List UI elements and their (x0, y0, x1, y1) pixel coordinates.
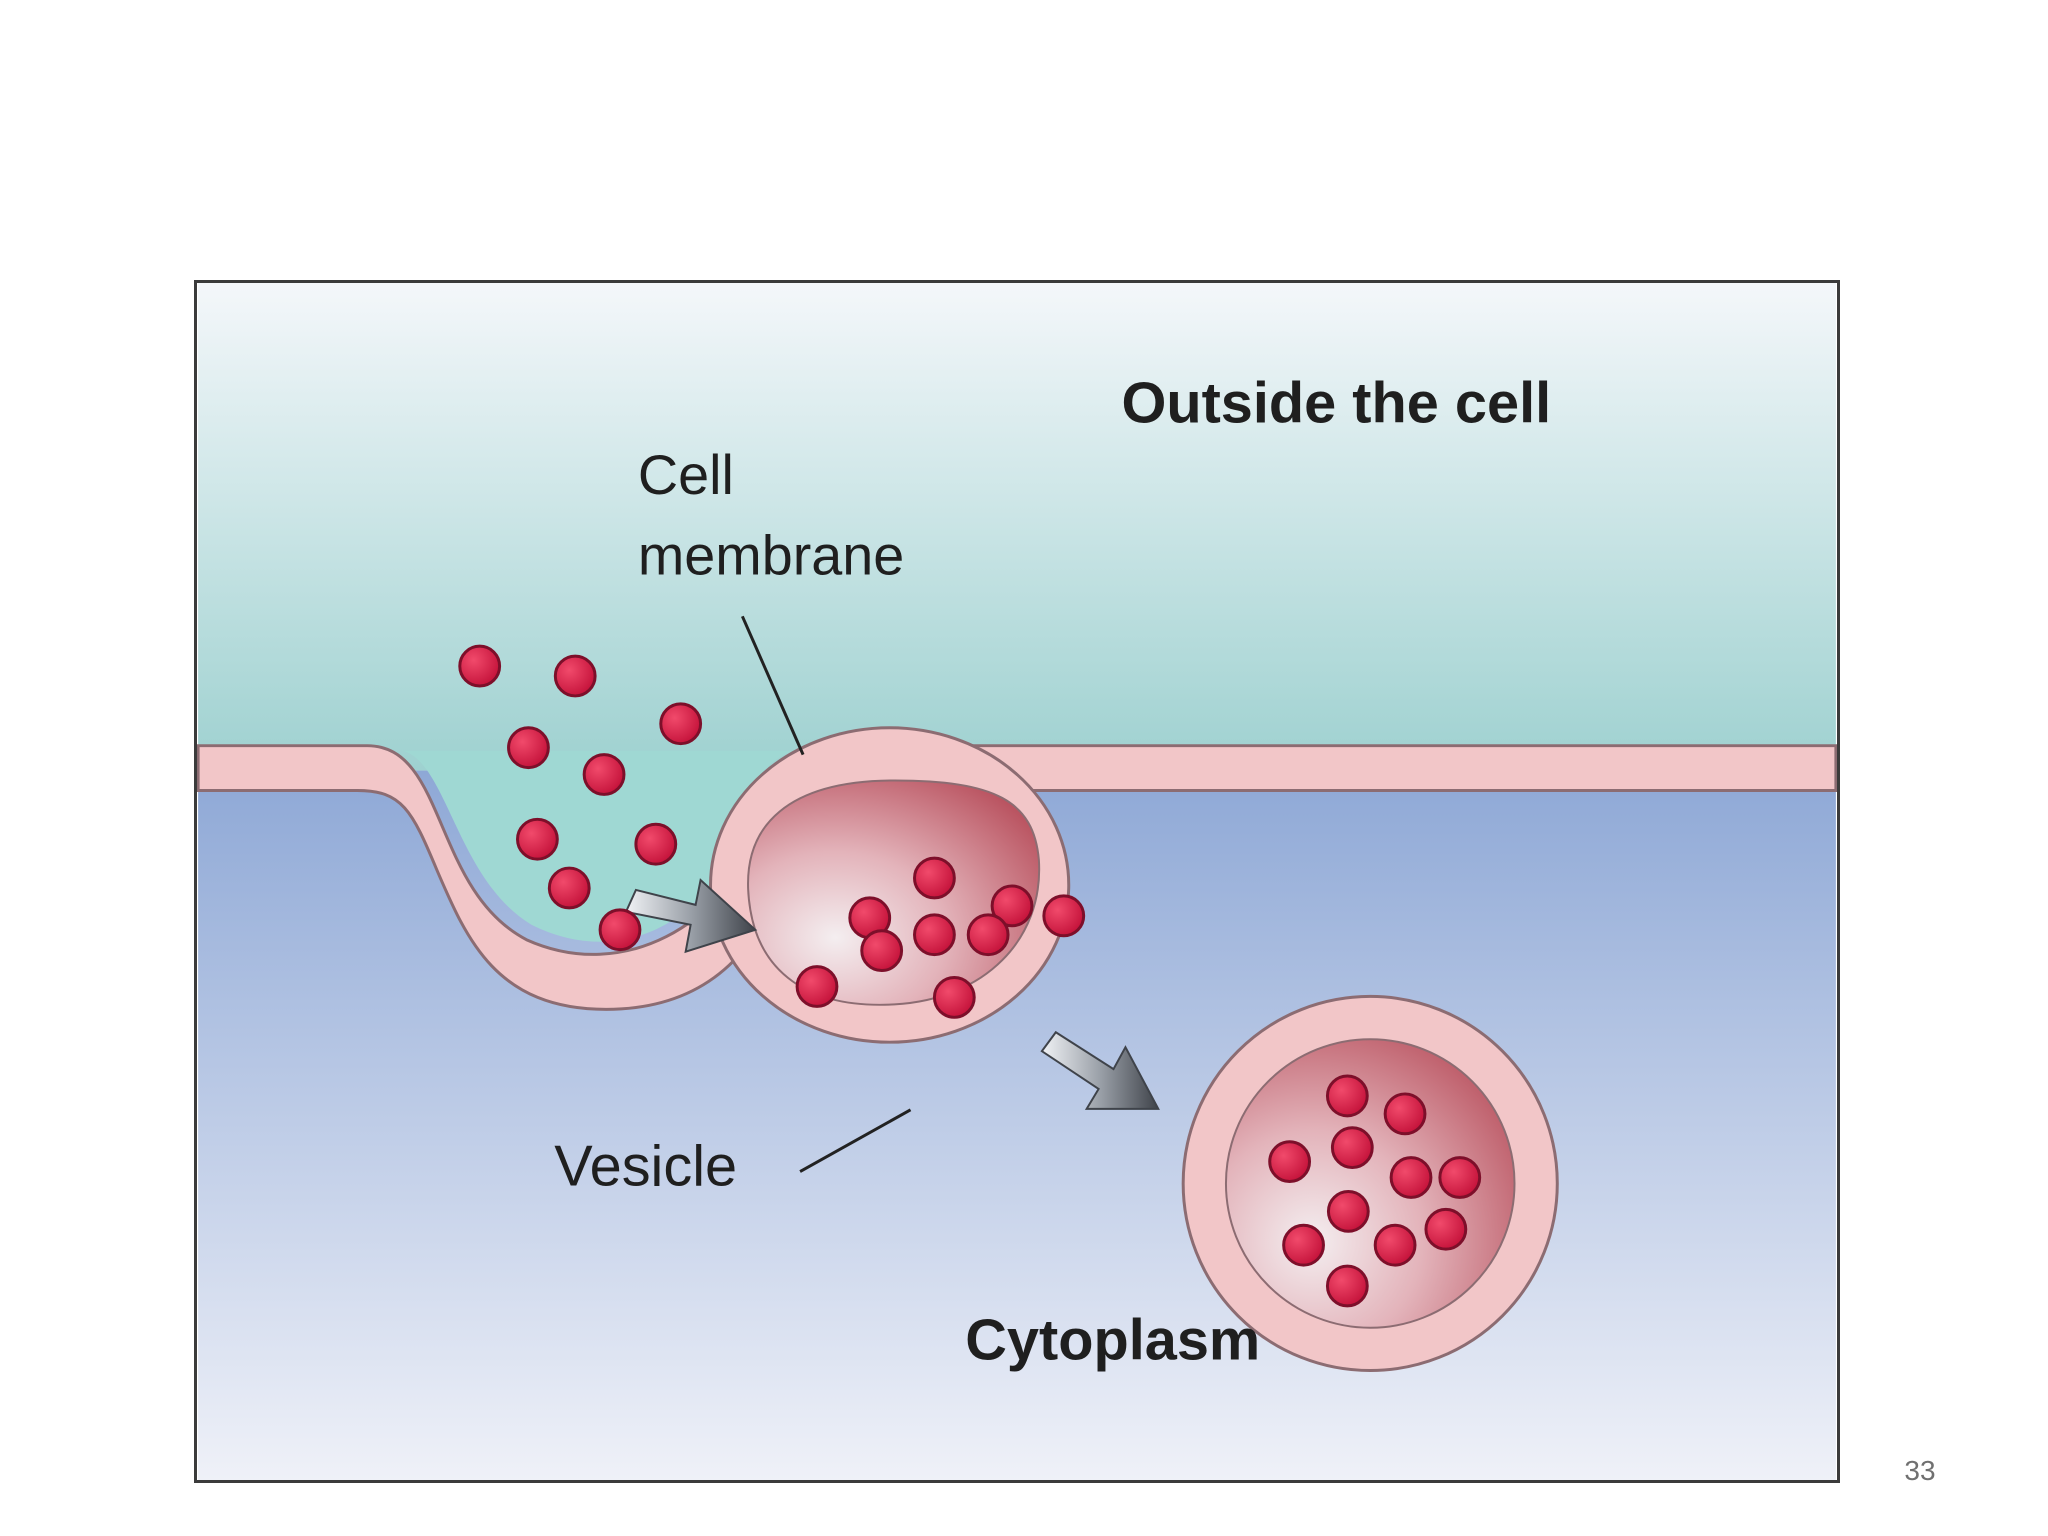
particle (598, 908, 642, 952)
membrane-label-line1: Cell (638, 444, 734, 506)
particle (913, 856, 956, 900)
outside-label: Outside the cell (1121, 371, 1551, 435)
particle (1325, 1074, 1369, 1118)
arrow-to-cytoplasm (1040, 1030, 1160, 1110)
particle (860, 929, 904, 973)
particle (1383, 1092, 1427, 1136)
vesicle-label: Vesicle (554, 1134, 737, 1198)
particle (1424, 1207, 1468, 1251)
membrane-leader-line (741, 615, 805, 756)
page-number: 33 (1904, 1455, 1936, 1486)
vesicle-leader-line (799, 1108, 912, 1173)
particle (634, 822, 678, 866)
particle (582, 753, 626, 796)
particles-vesicle-1 (795, 856, 1086, 1019)
particle (1330, 1126, 1374, 1170)
particles-outside (458, 644, 703, 952)
particle (547, 866, 591, 910)
particle (1042, 894, 1086, 938)
particle (1389, 1156, 1433, 1199)
particle (1438, 1156, 1482, 1199)
particle (1325, 1264, 1369, 1308)
particle (1282, 1223, 1325, 1267)
particle (507, 726, 550, 770)
outside-region (198, 283, 1836, 771)
arrow-to-vesicle (624, 878, 758, 954)
particle (1373, 1223, 1417, 1267)
particle (659, 702, 703, 746)
particles-vesicle-2 (1268, 1074, 1482, 1308)
particle (795, 965, 839, 1008)
endocytosis-diagram: Outside the cell Cell membrane Vesicle C… (194, 280, 1840, 1483)
particle (516, 817, 559, 861)
particle (553, 654, 597, 698)
cytoplasm-label: Cytoplasm (965, 1309, 1260, 1373)
vesicle-forming (709, 726, 1071, 1044)
particle (932, 976, 976, 1019)
particle (458, 644, 502, 688)
particle (966, 913, 1010, 957)
diagram-canvas: Outside the cell Cell membrane Vesicle C… (197, 283, 1837, 1480)
particle (990, 884, 1034, 928)
particle (1326, 1189, 1370, 1233)
membrane-label-line2: membrane (638, 525, 904, 587)
particle (1268, 1140, 1312, 1183)
particle (913, 913, 956, 957)
